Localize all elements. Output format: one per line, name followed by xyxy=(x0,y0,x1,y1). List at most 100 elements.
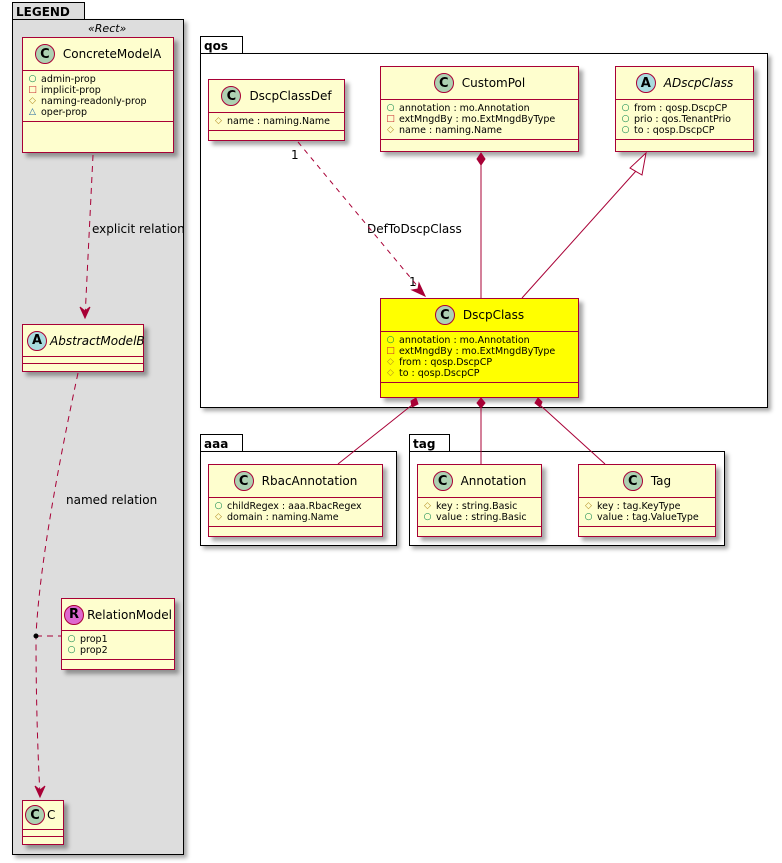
attribute-text: to : qosp.DscpCP xyxy=(634,125,715,136)
class-methods xyxy=(418,527,541,535)
public-visibility-icon: ○ xyxy=(386,103,395,113)
protected-visibility-icon: ◇ xyxy=(29,96,36,106)
attribute: ◇key : tag.KeyType xyxy=(584,501,710,512)
public-visibility-icon: ○ xyxy=(28,74,37,84)
class-methods xyxy=(23,837,63,843)
attribute: □ extMngdBy : mo.ExtMngdByType xyxy=(386,346,573,357)
attribute: ◇ name : naming.Name xyxy=(386,125,573,136)
private-visibility-icon: □ xyxy=(386,346,395,356)
class-methods xyxy=(579,527,715,535)
abstract-badge-icon: A xyxy=(27,330,47,351)
public-visibility-icon: ○ xyxy=(621,103,630,113)
attribute: ○ annotation : mo.Annotation xyxy=(386,103,573,114)
class-custom-pol[interactable]: C CustomPol ○annotation : mo.Annotation … xyxy=(380,66,579,152)
legend-package-tab: LEGEND xyxy=(12,2,85,20)
attribute: ○ to : qosp.DscpCP xyxy=(621,125,748,136)
attribute-text: implicit-prop xyxy=(41,85,101,96)
class-methods xyxy=(23,364,143,370)
class-attributes: ○ admin-prop □ implicit-prop ◇ naming-reado… xyxy=(23,71,173,122)
attribute: ◇ naming-readonly-prop xyxy=(28,96,168,107)
attribute: ○ from : qosp.DscpCP xyxy=(621,103,748,114)
attribute-text: annotation : mo.Annotation xyxy=(399,103,530,114)
attribute-text: naming-readonly-prop xyxy=(41,96,147,107)
source-multiplicity: 1 xyxy=(291,148,299,162)
public-visibility-icon: ○ xyxy=(584,512,593,522)
attribute: ○value : string.Basic xyxy=(423,512,536,523)
qos-package-tab: qos xyxy=(200,36,243,54)
attribute: ○annotation : mo.Annotation xyxy=(386,335,573,346)
class-dscp-class-def[interactable]: C DscpClassDef ◇name : naming.Name xyxy=(208,79,345,141)
target-multiplicity: 1 xyxy=(409,275,417,289)
public-visibility-icon: ○ xyxy=(423,512,432,522)
public-visibility-icon: ○ xyxy=(67,634,76,644)
attribute-text: extMngdBy : mo.ExtMngdByType xyxy=(399,346,556,357)
attribute-text: prop2 xyxy=(80,645,108,656)
attribute: ○prop1 xyxy=(67,634,169,645)
class-attributes: ○annotation : mo.Annotation □ extMngdBy :… xyxy=(381,332,578,383)
attribute-text: key : string.Basic xyxy=(436,501,518,512)
attribute: ○ prio : qos.TenantPrio xyxy=(621,114,748,125)
legend-stereotype: «Rect» xyxy=(88,22,127,35)
class-concrete-model-a[interactable]: C ConcreteModelA ○admin-prop □implicit-p… xyxy=(22,37,174,153)
class-attributes: ◇name : naming.Name xyxy=(209,113,344,131)
public-visibility-icon: ○ xyxy=(621,114,630,124)
class-name: C xyxy=(47,808,56,822)
class-name: Tag xyxy=(650,474,672,488)
attribute-text: from : qosp.DscpCP xyxy=(399,357,493,368)
class-attributes: ○prop1 ○ prop2 xyxy=(62,631,174,660)
attribute: ◇from : qosp.DscpCP xyxy=(386,357,573,368)
class-c[interactable]: C C xyxy=(22,800,64,845)
aaa-package-name: aaa xyxy=(204,437,229,451)
public-visibility-icon: ○ xyxy=(386,335,395,345)
class-badge-icon: C xyxy=(25,805,45,825)
class-badge-icon: C xyxy=(622,471,643,491)
class-name: ADscpClass xyxy=(663,76,734,90)
abstract-badge-icon: A xyxy=(635,73,656,93)
protected-visibility-icon: ◇ xyxy=(387,125,394,135)
class-methods xyxy=(209,131,344,139)
class-badge-icon: C xyxy=(434,305,455,325)
class-annotation[interactable]: C Annotation ◇key : string.Basic ○value … xyxy=(417,464,542,537)
attribute-text: name : naming.Name xyxy=(399,125,503,136)
class-abstract-model-b[interactable]: A AbstractModelB xyxy=(22,324,145,372)
attribute: ◇key : string.Basic xyxy=(423,501,536,512)
class-methods xyxy=(23,122,173,130)
class-name: AbstractModelB xyxy=(50,333,145,348)
public-visibility-icon: ○ xyxy=(621,125,630,135)
qos-package-name: qos xyxy=(204,39,228,53)
attribute-text: prio : qos.TenantPrio xyxy=(634,114,731,125)
attribute-text: to : qosp.DscpCP xyxy=(399,368,480,379)
class-name: RelationModel xyxy=(87,607,172,622)
named-relation-label: named relation xyxy=(66,493,158,507)
legend-package-name: LEGEND xyxy=(16,5,70,19)
class-relation-model[interactable]: R RelationModel ○prop1 ○ prop2 xyxy=(61,598,175,670)
class-dscp-class[interactable]: C DscpClass ○annotation : mo.Annotation … xyxy=(380,298,579,398)
class-methods xyxy=(381,140,578,148)
class-rbac-annotation[interactable]: C RbacAnnotation ○childRegex : aaa.RbacR… xyxy=(208,464,383,537)
protected-visibility-icon: ◇ xyxy=(585,501,592,511)
attribute: △oper-prop xyxy=(28,107,168,118)
class-badge-icon: C xyxy=(221,86,242,106)
class-methods xyxy=(62,660,174,668)
attribute: ◇name : naming.Name xyxy=(214,116,339,127)
class-adscp-class[interactable]: A ADscpClass ○ from : qosp.DscpCP ○ prio :… xyxy=(615,66,754,152)
class-methods xyxy=(209,527,382,535)
package-visibility-icon: △ xyxy=(29,107,36,117)
private-visibility-icon: □ xyxy=(28,85,37,95)
attribute-text: name : naming.Name xyxy=(227,116,331,127)
attribute: □ implicit-prop xyxy=(28,85,168,96)
relation-badge-icon: R xyxy=(64,604,85,625)
attribute-text: admin-prop xyxy=(41,74,96,85)
class-tag[interactable]: C Tag ◇key : tag.KeyType ○value : tag.Va… xyxy=(578,464,716,537)
attribute: ○ prop2 xyxy=(67,645,169,656)
class-name: RbacAnnotation xyxy=(261,474,358,488)
explicit-relation-label: explicit relation xyxy=(92,222,185,236)
tag-package-tab: tag xyxy=(409,434,451,452)
class-name: DscpClassDef xyxy=(249,89,332,103)
class-name: ConcreteModelA xyxy=(62,47,162,61)
class-attributes: ○annotation : mo.Annotation □extMngdBy :… xyxy=(381,100,578,140)
def-to-dscp-class-label: DefToDscpClass xyxy=(367,222,462,236)
attribute-text: domain : naming.Name xyxy=(227,512,339,523)
public-visibility-icon: ○ xyxy=(67,645,76,655)
attribute-text: from : qosp.DscpCP xyxy=(634,103,728,114)
